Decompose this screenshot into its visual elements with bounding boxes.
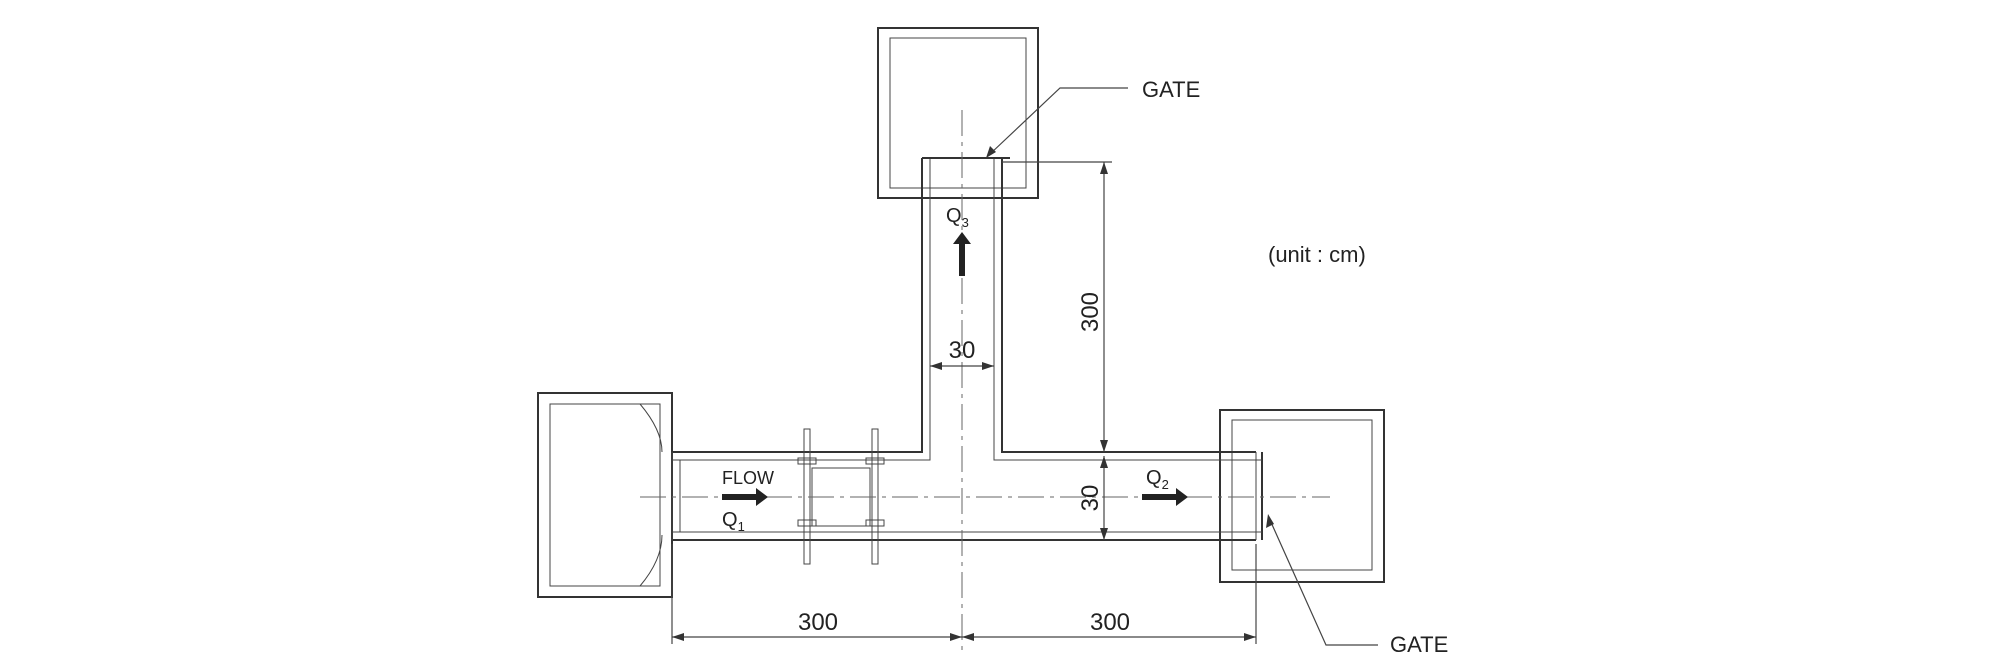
dim-left-length-label: 300 (798, 609, 838, 636)
right-tank (1219, 409, 1385, 583)
q2-arrow-icon (1142, 488, 1188, 506)
unit-label: (unit : cm) (1268, 242, 1366, 267)
gate-top-label: GATE (1142, 77, 1200, 102)
dim-branch-width-label: 30 (949, 337, 976, 364)
channel-walls (671, 157, 1263, 541)
left-tank (537, 392, 673, 598)
centerlines (640, 110, 1330, 650)
q3-arrow-icon (953, 232, 971, 276)
dim-main-width-label: 30 (1077, 485, 1104, 512)
top-tank (877, 27, 1039, 199)
q1-label: Q1 (722, 509, 745, 534)
q2-label: Q2 (1146, 467, 1169, 492)
q3-label: Q3 (946, 205, 969, 230)
q1-arrow-icon (722, 488, 768, 506)
dim-right-length-label: 300 (1090, 609, 1130, 636)
flow-label: FLOW (722, 468, 774, 488)
dim-branch-length-label: 300 (1077, 292, 1104, 332)
gate-leaders (986, 87, 1378, 646)
dimension-lines (671, 161, 1257, 644)
gate-bottom-label: GATE (1390, 632, 1448, 657)
flow-arrows (722, 232, 1188, 506)
